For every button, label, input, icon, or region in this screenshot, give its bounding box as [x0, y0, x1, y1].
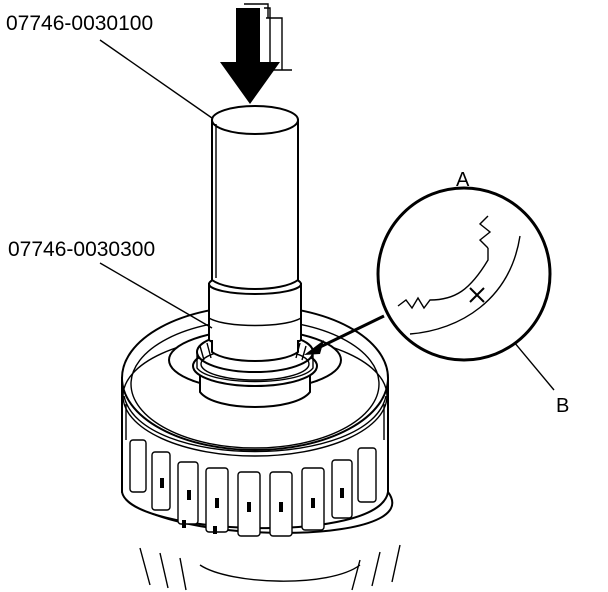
label-tool-driver: 07746-0030100 [6, 12, 153, 35]
label-tool-attachment: 07746-0030300 [8, 238, 155, 261]
driver-top-face [211, 105, 299, 135]
lower-gear-teeth [139, 544, 401, 591]
label-detail-a: A [456, 169, 470, 191]
detail-view-circle [376, 186, 552, 362]
tool-driver-shaft [211, 105, 299, 290]
label-mark-b: B [556, 395, 569, 417]
detail-pointer-arrow [304, 314, 385, 355]
drum-splines [129, 439, 377, 537]
press-arrow-icon [220, 3, 292, 104]
